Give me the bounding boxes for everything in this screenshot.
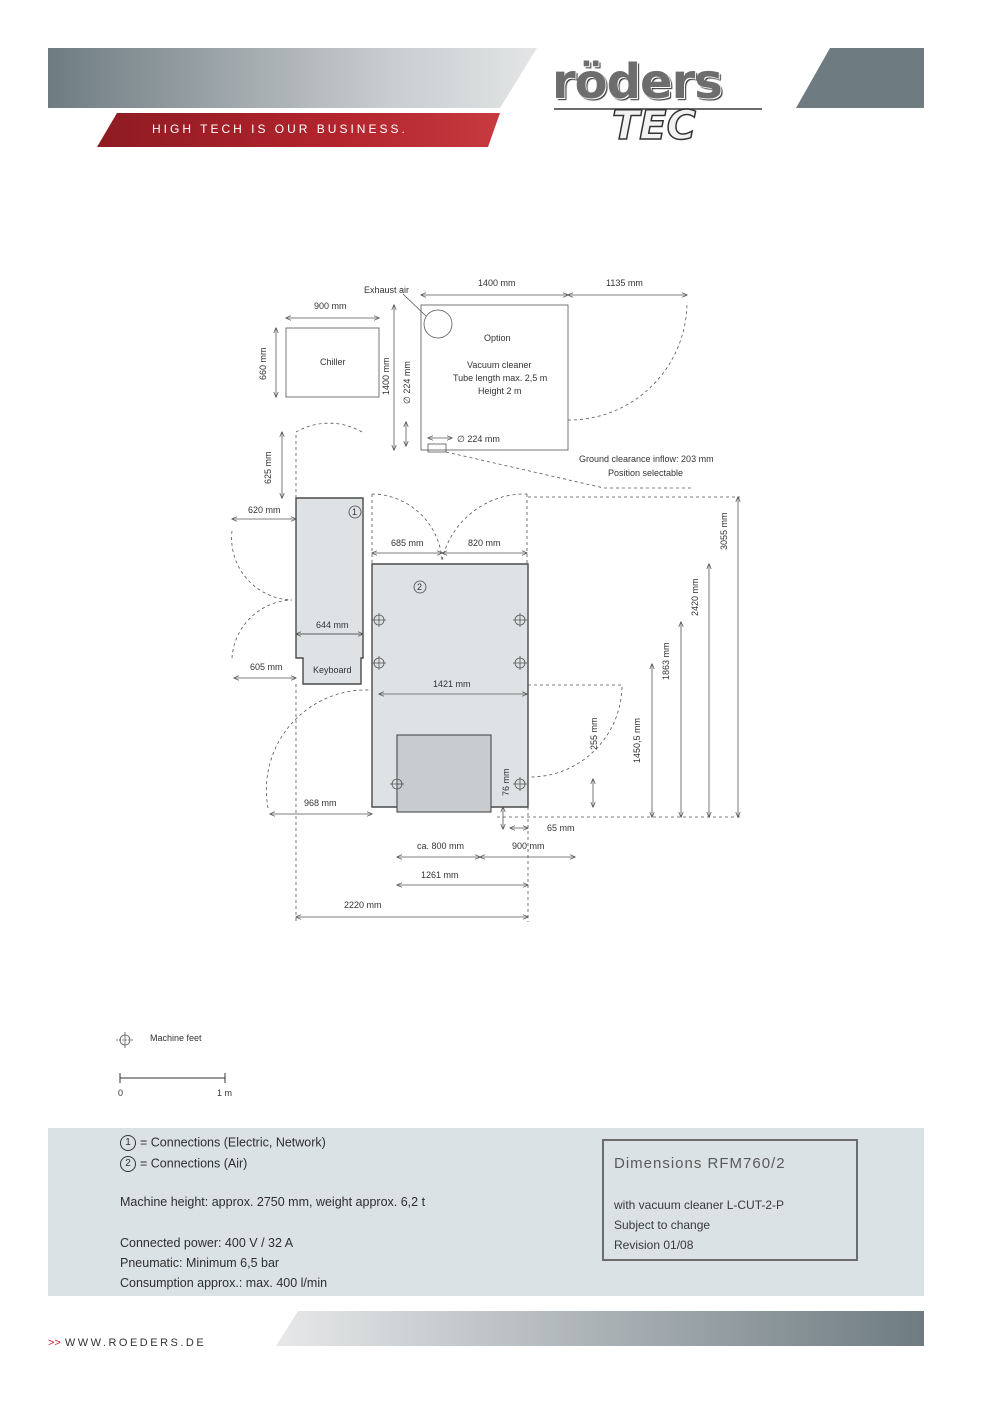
connection-1-line: 1 = Connections (Electric, Network) bbox=[120, 1135, 326, 1151]
info-panel: 1 = Connections (Electric, Network) 2 = Co… bbox=[48, 1128, 924, 1296]
label-vacuum-line1: Vacuum cleaner bbox=[467, 360, 531, 370]
header-band-red bbox=[97, 113, 500, 147]
legend-machine-feet: Machine feet bbox=[150, 1033, 202, 1043]
pneumatic-text: Pneumatic: Minimum 6,5 bar bbox=[120, 1256, 280, 1270]
connection-1-text: = Connections (Electric, Network) bbox=[140, 1135, 326, 1150]
scale-bar bbox=[119, 1073, 226, 1083]
right-door-swing-lower bbox=[527, 684, 623, 778]
connection-2-number: 2 bbox=[120, 1156, 136, 1172]
label-2420: 2420 mm bbox=[690, 578, 700, 616]
label-625: 625 mm bbox=[263, 451, 273, 484]
cabinet-door-swing-top bbox=[295, 422, 363, 498]
dimensions-box: Dimensions RFM760/2 with vacuum cleaner … bbox=[602, 1139, 858, 1261]
footer-url-text[interactable]: WWW.ROEDERS.DE bbox=[64, 1337, 207, 1349]
machine-door-swing-left bbox=[371, 493, 443, 561]
marker-2-circle bbox=[413, 580, 427, 594]
label-644: 644 mm bbox=[316, 620, 349, 630]
scale-label-zero: 0 bbox=[118, 1088, 123, 1098]
label-2220: 2220 mm bbox=[344, 900, 382, 910]
exhaust-leader bbox=[402, 293, 427, 317]
label-900-bottom: 900 mm bbox=[512, 841, 545, 851]
label-1400-side: 1400 mm bbox=[381, 357, 391, 395]
label-660: 660 mm bbox=[258, 347, 268, 380]
label-ground-clearance: Ground clearance inflow: 203 mm bbox=[579, 454, 714, 464]
header-band-grey bbox=[48, 48, 537, 108]
label-1261: 1261 mm bbox=[421, 870, 459, 880]
label-820: 820 mm bbox=[468, 538, 501, 548]
consumption-text: Consumption approx.: max. 400 l/min bbox=[120, 1276, 328, 1290]
label-605: 605 mm bbox=[250, 662, 283, 672]
logo-tec: TEC bbox=[611, 103, 696, 149]
ground-clearance-leader bbox=[445, 451, 693, 489]
header-corner-grey bbox=[796, 48, 924, 108]
label-vacuum-line2: Tube length max. 2,5 m bbox=[453, 373, 547, 383]
label-968: 968 mm bbox=[304, 798, 337, 808]
scale-label-one: 1 m bbox=[217, 1088, 232, 1098]
label-3055: 3055 mm bbox=[719, 512, 729, 550]
label-224-horiz: ∅ 224 mm bbox=[457, 434, 500, 444]
slogan: HIGH TECH IS OUR BUSINESS. bbox=[152, 122, 408, 136]
label-ca800: ca. 800 mm bbox=[417, 841, 464, 851]
connection-2-text: = Connections (Air) bbox=[140, 1156, 248, 1171]
marker-2: 2 bbox=[417, 582, 422, 592]
connection-1-number: 1 bbox=[120, 1135, 136, 1151]
label-chiller: Chiller bbox=[320, 357, 346, 367]
chiller-box bbox=[285, 327, 380, 398]
footer-band bbox=[276, 1311, 924, 1346]
label-exhaust-air: Exhaust air bbox=[364, 285, 409, 295]
cabinet-door-swing-left bbox=[231, 530, 293, 659]
label-224-vert: ∅ 224 mm bbox=[402, 361, 412, 404]
dimensions-line-2: Subject to change bbox=[614, 1218, 711, 1232]
label-685: 685 mm bbox=[391, 538, 424, 548]
inflow-port bbox=[427, 443, 447, 453]
machine-feet-group bbox=[372, 613, 527, 791]
dimensions-line-3: Revision 01/08 bbox=[614, 1238, 694, 1252]
machine-feet-legend-icon bbox=[116, 1032, 134, 1048]
marker-1-circle bbox=[348, 505, 362, 519]
label-1450: 1450,5 mm bbox=[632, 718, 642, 763]
marker-1: 1 bbox=[352, 507, 357, 517]
left-door-swing-lower bbox=[265, 689, 371, 809]
label-keyboard: Keyboard bbox=[313, 665, 352, 675]
label-1421: 1421 mm bbox=[433, 679, 471, 689]
work-area bbox=[396, 734, 492, 813]
exhaust-air-port bbox=[423, 309, 453, 339]
machine-height-text: Machine height: approx. 2750 mm, weight … bbox=[120, 1195, 426, 1209]
footer-url[interactable]: >>WWW.ROEDERS.DE bbox=[48, 1337, 206, 1349]
vacuum-cleaner-box bbox=[420, 304, 569, 451]
label-76: 76 mm bbox=[501, 768, 511, 796]
label-255: 255 mm bbox=[589, 717, 599, 750]
label-1863: 1863 mm bbox=[661, 642, 671, 680]
label-position-selectable: Position selectable bbox=[608, 468, 683, 478]
connection-2-line: 2 = Connections (Air) bbox=[120, 1156, 247, 1172]
label-65: 65 mm bbox=[547, 823, 575, 833]
dimensions-line-1: with vacuum cleaner L-CUT-2-P bbox=[614, 1198, 785, 1212]
connected-power-text: Connected power: 400 V / 32 A bbox=[120, 1236, 294, 1250]
machine-door-swing-right bbox=[441, 493, 528, 561]
logo-roders: röders bbox=[552, 54, 723, 110]
dimensions-title: Dimensions RFM760/2 bbox=[614, 1155, 786, 1172]
label-1400-top: 1400 mm bbox=[478, 278, 516, 288]
label-1135: 1135 mm bbox=[606, 278, 643, 288]
label-vacuum-line3: Height 2 m bbox=[478, 386, 522, 396]
label-620: 620 mm bbox=[248, 505, 281, 515]
label-900-chiller: 900 mm bbox=[314, 301, 347, 311]
control-cabinet bbox=[295, 497, 364, 685]
vacuum-door-swing bbox=[567, 301, 688, 421]
footer-arrows: >> bbox=[48, 1337, 61, 1349]
label-option: Option bbox=[484, 333, 511, 343]
